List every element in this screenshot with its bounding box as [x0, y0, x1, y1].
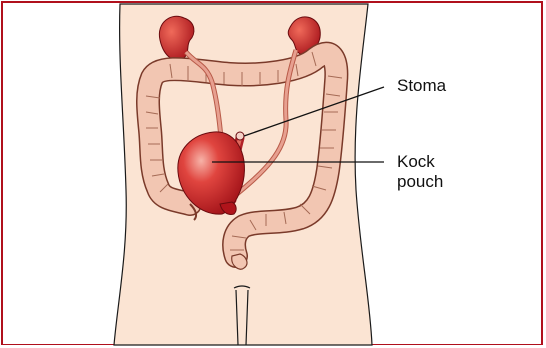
- stoma-label: Stoma: [397, 76, 446, 96]
- kock-pouch-label: Kock pouch: [397, 152, 443, 192]
- stoma-opening: [236, 132, 244, 140]
